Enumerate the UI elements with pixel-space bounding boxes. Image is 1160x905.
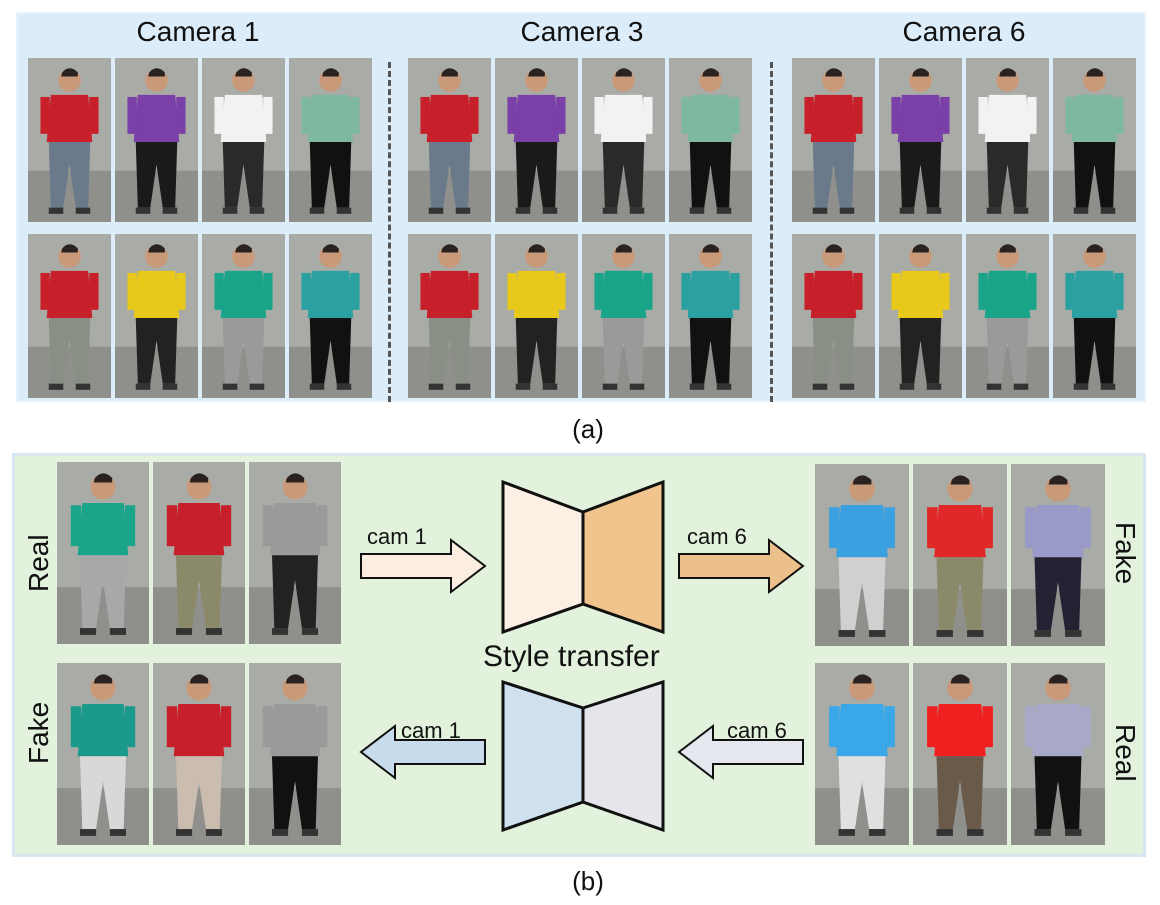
encoder-trapezoid [501,679,585,833]
camera-separator [770,62,773,402]
pedestrian-image [408,58,491,222]
pedestrian-image [249,663,341,845]
pedestrian-image [495,58,578,222]
style-transfer-panel: Real Fake Fake Real cam 1 cam 6 Style tr… [12,453,1146,857]
camera-separator [388,62,391,402]
pedestrian-image [669,234,752,398]
pedestrian-image [815,663,909,845]
pedestrian-image [879,58,962,222]
pedestrian-image [289,58,372,222]
panel-a-caption: (a) [572,414,604,444]
pedestrian-image [202,58,285,222]
pedestrian-image [966,234,1049,398]
bottom-out-arrow-label: cam 1 [401,718,461,743]
cam6-input-arrow [677,723,804,781]
pedestrian-image [1011,663,1105,845]
pedestrian-image [28,58,111,222]
pedestrian-image [115,58,198,222]
style-transfer-label: Style transfer [483,640,660,673]
pedestrian-image [669,58,752,222]
cam6-output-arrow [678,537,805,595]
pedestrian-image [408,234,491,398]
pedestrian-image [966,58,1049,222]
pedestrian-image [153,462,245,644]
cam1-output-arrow [359,723,486,781]
pedestrian-image [57,663,149,845]
pedestrian-image [202,234,285,398]
pedestrian-image [28,234,111,398]
pedestrian-image [879,234,962,398]
pedestrian-image [57,462,149,644]
pedestrian-image [792,58,875,222]
encoder-trapezoid [501,479,585,635]
camera-views-panel: Camera 1 Camera 3 Camera 6 [16,12,1146,402]
panel-b-caption: (b) [572,866,604,896]
top-out-arrow-label: cam 6 [687,524,747,549]
camera-1-title: Camera 1 [136,16,260,47]
pedestrian-image [815,464,909,646]
pedestrian-image [249,462,341,644]
pedestrian-image [153,663,245,845]
pedestrian-image [115,234,198,398]
pedestrian-image [913,663,1007,845]
pedestrian-image [792,234,875,398]
camera-6-title: Camera 6 [902,16,1026,47]
camera-3-title: Camera 3 [520,16,644,47]
pedestrian-image [582,58,665,222]
pedestrian-image [913,464,1007,646]
top-in-arrow-label: cam 1 [367,524,427,549]
pedestrian-image [289,234,372,398]
decoder-trapezoid [581,679,665,833]
pedestrian-image [1053,58,1136,222]
pedestrian-image [1053,234,1136,398]
bottom-in-arrow-label: cam 6 [727,718,787,743]
pedestrian-image [582,234,665,398]
cam1-input-arrow [360,537,487,595]
style-transfer-diagram [359,479,805,833]
decoder-trapezoid [581,479,665,635]
pedestrian-image [495,234,578,398]
pedestrian-image [1011,464,1105,646]
